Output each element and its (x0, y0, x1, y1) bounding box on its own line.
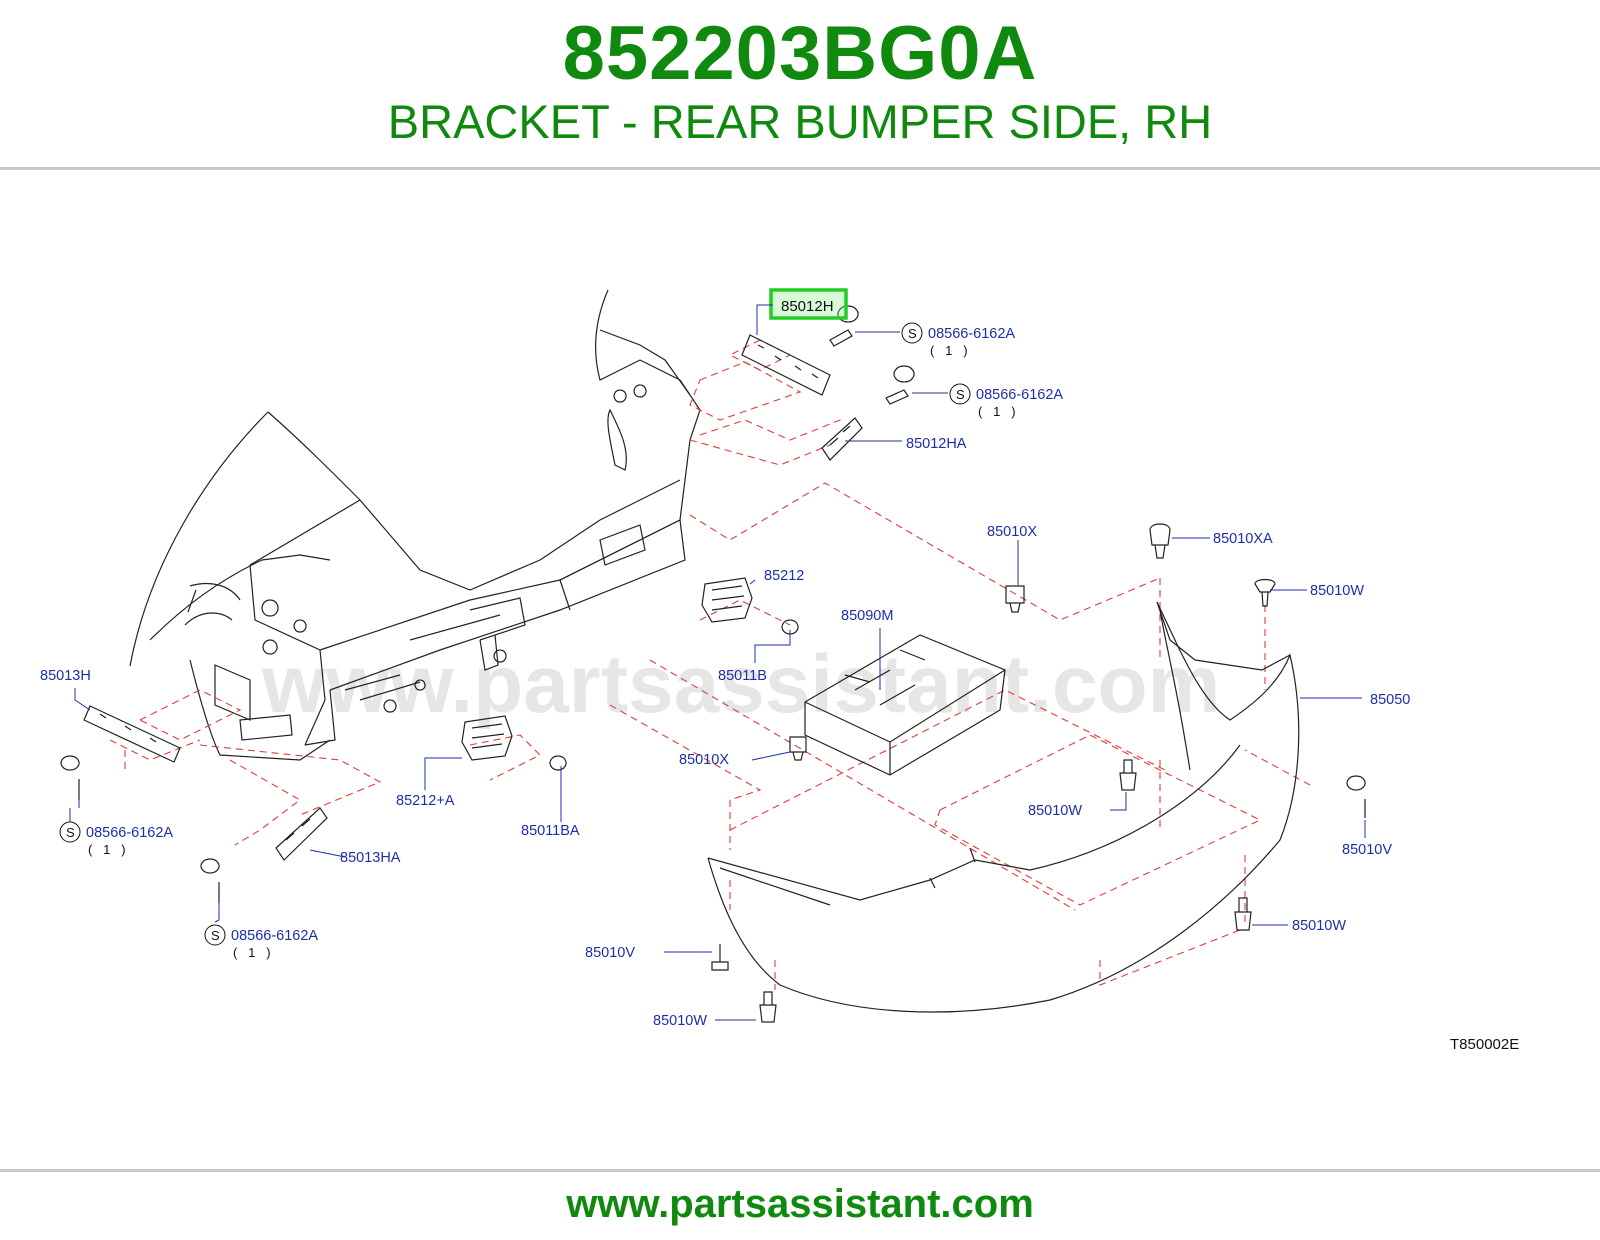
highlight-box (769, 288, 848, 320)
label-85013HA[interactable]: 85013HA (340, 850, 401, 866)
label-85012HA[interactable]: 85012HA (906, 436, 967, 452)
screw-code: 08566-6162A (231, 928, 318, 944)
label-85212[interactable]: 85212 (764, 568, 804, 584)
label-85090M[interactable]: 85090M (841, 608, 893, 624)
bracket-85013HA-drawing (275, 807, 328, 861)
screw-code: 08566-6162A (928, 326, 1015, 342)
label-85010V-right[interactable]: 85010V (1342, 842, 1392, 858)
footer-divider (0, 1169, 1600, 1172)
figure-code: T850002E (1450, 1036, 1519, 1053)
screw-code: 08566-6162A (976, 387, 1063, 403)
rear-bumper-fascia-drawing (707, 601, 1300, 1013)
screw-callout-1[interactable]: S 08566-6162A ( 1 ) (901, 322, 1015, 358)
screw-drawings (60, 305, 1366, 971)
screw-qty: ( 1 ) (88, 842, 126, 857)
clip-drawings (759, 523, 1276, 1023)
bracket-85012H-drawing (741, 334, 831, 396)
label-85212A[interactable]: 85212+A (396, 793, 455, 809)
label-85010X-lower[interactable]: 85010X (679, 752, 729, 768)
s-symbol: S (66, 825, 75, 840)
leader-lines (69, 304, 1366, 1021)
s-symbol: S (211, 928, 220, 943)
bracket-85013H-drawing (83, 705, 181, 763)
label-85010W-right-top[interactable]: 85010W (1310, 583, 1364, 599)
standard-part-s-icon (949, 383, 971, 405)
part-labels: 85012H 85012HA 85013H 85013HA 85010X 850… (40, 298, 1410, 1029)
side-bracket-85212A-drawing (461, 715, 567, 771)
footer-url-link[interactable]: www.partsassistant.com (566, 1182, 1034, 1226)
label-85010X-upper[interactable]: 85010X (987, 524, 1037, 540)
standard-part-s-icon (204, 924, 226, 946)
label-85010W-center[interactable]: 85010W (1028, 803, 1082, 819)
s-symbol: S (908, 326, 917, 341)
label-85050[interactable]: 85050 (1370, 692, 1410, 708)
side-bracket-85212-drawing (701, 577, 799, 635)
part-description: BRACKET - REAR BUMPER SIDE, RH (387, 95, 1213, 148)
screw-qty: ( 1 ) (930, 343, 968, 358)
label-85010W-right-bottom[interactable]: 85010W (1292, 918, 1346, 934)
label-85013H[interactable]: 85013H (40, 668, 91, 684)
screw-code: 08566-6162A (86, 825, 173, 841)
energy-absorber-drawing (804, 634, 1006, 776)
screw-callout-4[interactable]: S 08566-6162A ( 1 ) (204, 924, 318, 960)
s-symbol: S (956, 387, 965, 402)
screw-qty: ( 1 ) (233, 945, 271, 960)
part-number-title: 852203BG0A (562, 11, 1038, 96)
label-85010V-left[interactable]: 85010V (585, 945, 635, 961)
parts-diagram: www.partsassistant.com (40, 288, 1519, 1053)
screw-callout-3[interactable]: S 08566-6162A ( 1 ) (59, 821, 173, 857)
label-85010W-bottom[interactable]: 85010W (653, 1013, 707, 1029)
rear-body-structure (129, 289, 701, 761)
label-85011B[interactable]: 85011B (718, 668, 767, 684)
bracket-85012HA-drawing (821, 417, 863, 461)
standard-part-s-icon (901, 322, 923, 344)
page-header: 852203BG0A BRACKET - REAR BUMPER SIDE, R… (0, 0, 1600, 168)
label-85010XA[interactable]: 85010XA (1213, 531, 1273, 547)
watermark-text: www.partsassistant.com (261, 639, 1221, 730)
screw-qty: ( 1 ) (978, 404, 1016, 419)
screw-callout-2[interactable]: S 08566-6162A ( 1 ) (949, 383, 1063, 419)
label-85012H[interactable]: 85012H (781, 298, 834, 315)
header-divider (0, 167, 1600, 170)
label-85011BA[interactable]: 85011BA (521, 823, 580, 839)
standard-part-s-icon (59, 821, 81, 843)
